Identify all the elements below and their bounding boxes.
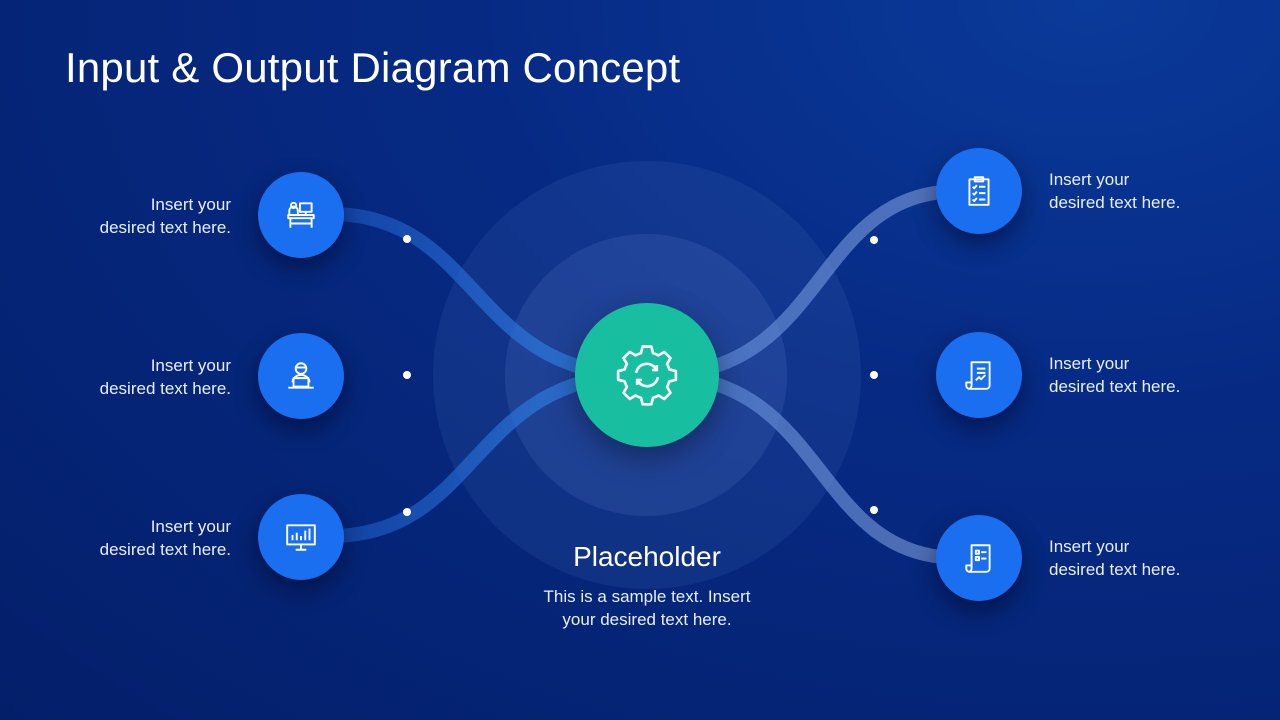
- monitor-chart-icon: [286, 524, 316, 551]
- input-label-3: Insert your desired text here.: [100, 515, 231, 561]
- output-label-3: Insert your desired text here.: [1049, 535, 1180, 581]
- output-node-3: [936, 515, 1022, 601]
- connector-dot: [403, 235, 411, 243]
- output-label-3-line1: Insert your: [1049, 537, 1130, 556]
- output-label-2-line1: Insert your: [1049, 354, 1130, 373]
- output-label-1: Insert your desired text here.: [1049, 168, 1180, 214]
- output-label-1-line2: desired text here.: [1049, 193, 1181, 212]
- document-chart-icon: [965, 361, 991, 390]
- connector-dot: [403, 371, 411, 379]
- connector-dot: [870, 506, 878, 514]
- output-node-1: [936, 148, 1022, 234]
- input-label-2-line2: desired text here.: [99, 379, 231, 398]
- output-label-3-line2: desired text here.: [1049, 560, 1181, 579]
- output-label-2: Insert your desired text here.: [1049, 352, 1180, 398]
- center-description-line1: This is a sample text. Insert: [543, 587, 751, 606]
- center-title: Placeholder: [573, 541, 721, 572]
- input-node-1: [258, 172, 344, 258]
- output-label-2-line2: desired text here.: [1049, 377, 1181, 396]
- slide-title: Input & Output Diagram Concept: [65, 44, 681, 91]
- input-node-3: [258, 494, 344, 580]
- output-node-2: [936, 332, 1022, 418]
- input-label-3-line2: desired text here.: [99, 540, 231, 559]
- input-label-1: Insert your desired text here.: [100, 193, 231, 239]
- connector-dot: [870, 236, 878, 244]
- input-label-2-line1: Insert your: [150, 356, 231, 375]
- input-label-1-line2: desired text here.: [99, 218, 231, 237]
- gear-sync-icon: [616, 345, 678, 406]
- document-list-icon: [965, 544, 991, 573]
- clipboard-checklist-icon: [968, 176, 990, 206]
- center-description: This is a sample text. Insert your desir…: [0, 585, 1280, 631]
- user-laptop-icon: [288, 362, 314, 389]
- input-label-1-line1: Insert your: [150, 195, 231, 214]
- center-description-line2: your desired text here.: [562, 610, 732, 629]
- output-label-1-line1: Insert your: [1049, 170, 1130, 189]
- connector-dot: [403, 508, 411, 516]
- connector-dot: [870, 371, 878, 379]
- input-label-3-line1: Insert your: [150, 517, 231, 536]
- input-node-2: [258, 333, 344, 419]
- desk-computer-icon: [287, 201, 315, 228]
- center-hub: [575, 303, 719, 447]
- input-label-2: Insert your desired text here.: [100, 354, 231, 400]
